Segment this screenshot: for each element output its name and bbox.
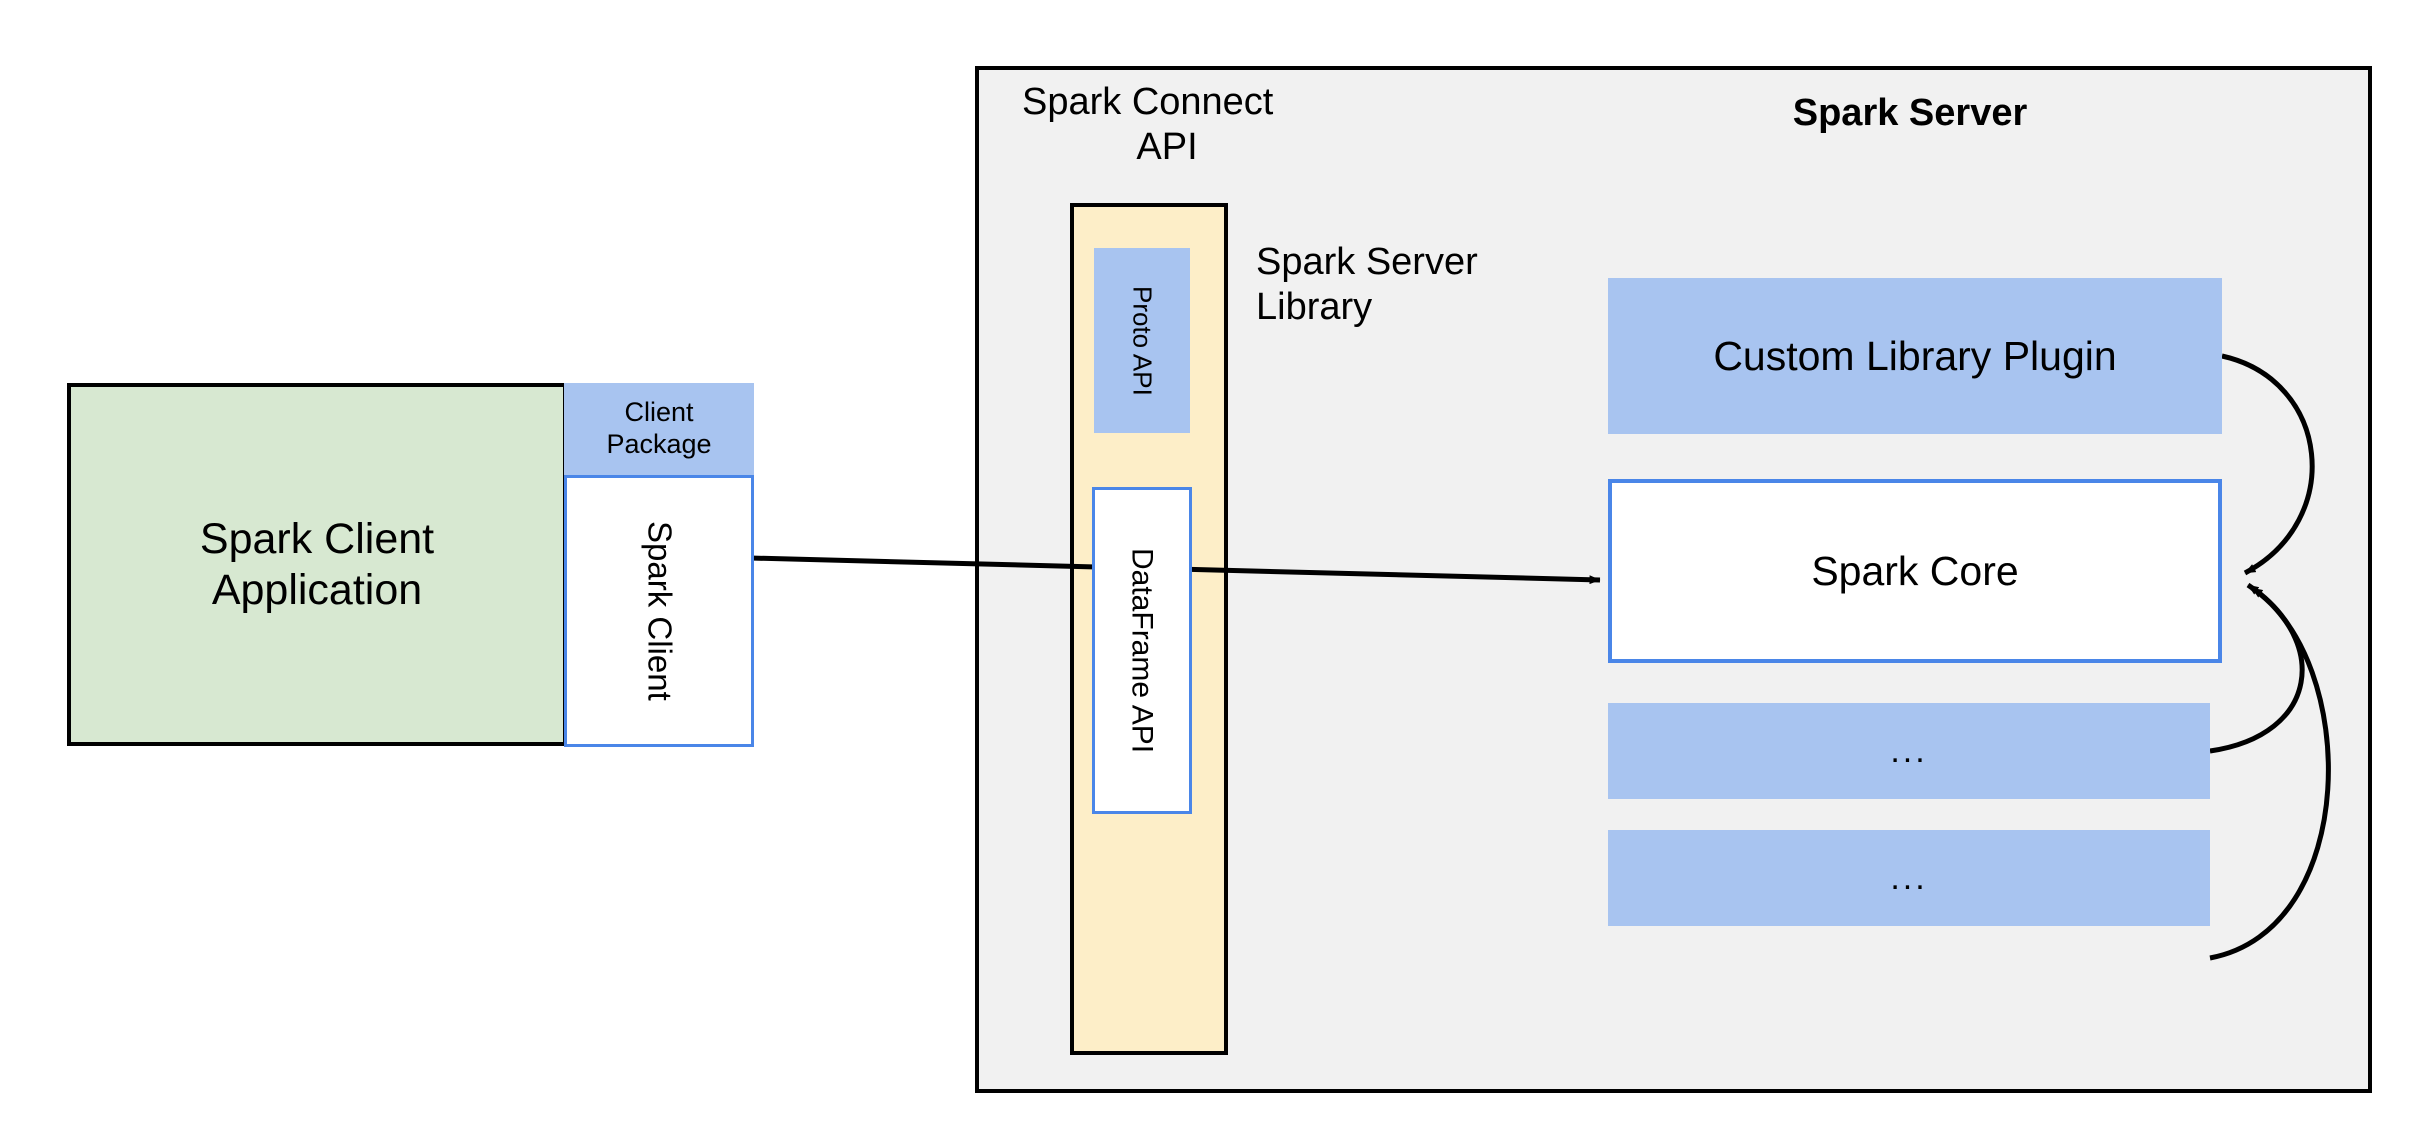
ellipsis-box-one[interactable]: ...	[1608, 703, 2210, 799]
spark-server-title: Spark Server	[1792, 91, 2028, 134]
spark-core-box[interactable]: Spark Core	[1608, 479, 2222, 663]
dataframe-api-box[interactable]: DataFrame API	[1092, 487, 1192, 814]
spark-server-library-label: Spark Server Library	[1256, 240, 1556, 350]
label-line-2: API	[1136, 125, 1198, 168]
spark-client-application-box[interactable]: Spark Client Application	[67, 383, 567, 746]
ellipsis-label: ...	[1890, 858, 1928, 897]
ellipsis-label: ...	[1890, 731, 1928, 770]
spark-client-label: Spark Client	[641, 521, 679, 701]
proto-api-label: Proto API	[1127, 285, 1158, 396]
label-line-1: Spark Client	[199, 514, 435, 563]
client-package-label: Client Package	[606, 397, 711, 461]
label-line-1: Spark Server	[1256, 241, 1478, 283]
label-line-2: Application	[211, 565, 423, 614]
label-line-2: Library	[1256, 285, 1373, 328]
proto-api-box[interactable]: Proto API	[1094, 248, 1190, 433]
dataframe-api-label: DataFrame API	[1125, 547, 1159, 754]
spark-client-box[interactable]: Spark Client	[564, 475, 754, 747]
spark-connect-api-label: Spark Connect API	[1022, 66, 1312, 168]
client-package-box[interactable]: Client Package	[564, 383, 754, 475]
custom-library-plugin-label: Custom Library Plugin	[1713, 332, 2117, 379]
label-lines: Spark Server Library	[1256, 240, 1478, 330]
label-line-1: Client	[624, 397, 694, 428]
spark-client-application-label: Spark Client Application	[200, 514, 434, 615]
label-line-2: Package	[606, 429, 712, 459]
ellipsis-box-two[interactable]: ...	[1608, 830, 2210, 926]
custom-library-plugin-box[interactable]: Custom Library Plugin	[1608, 278, 2222, 434]
label-line-1: Spark Connect	[1022, 81, 1274, 123]
spark-core-label: Spark Core	[1811, 547, 2019, 594]
